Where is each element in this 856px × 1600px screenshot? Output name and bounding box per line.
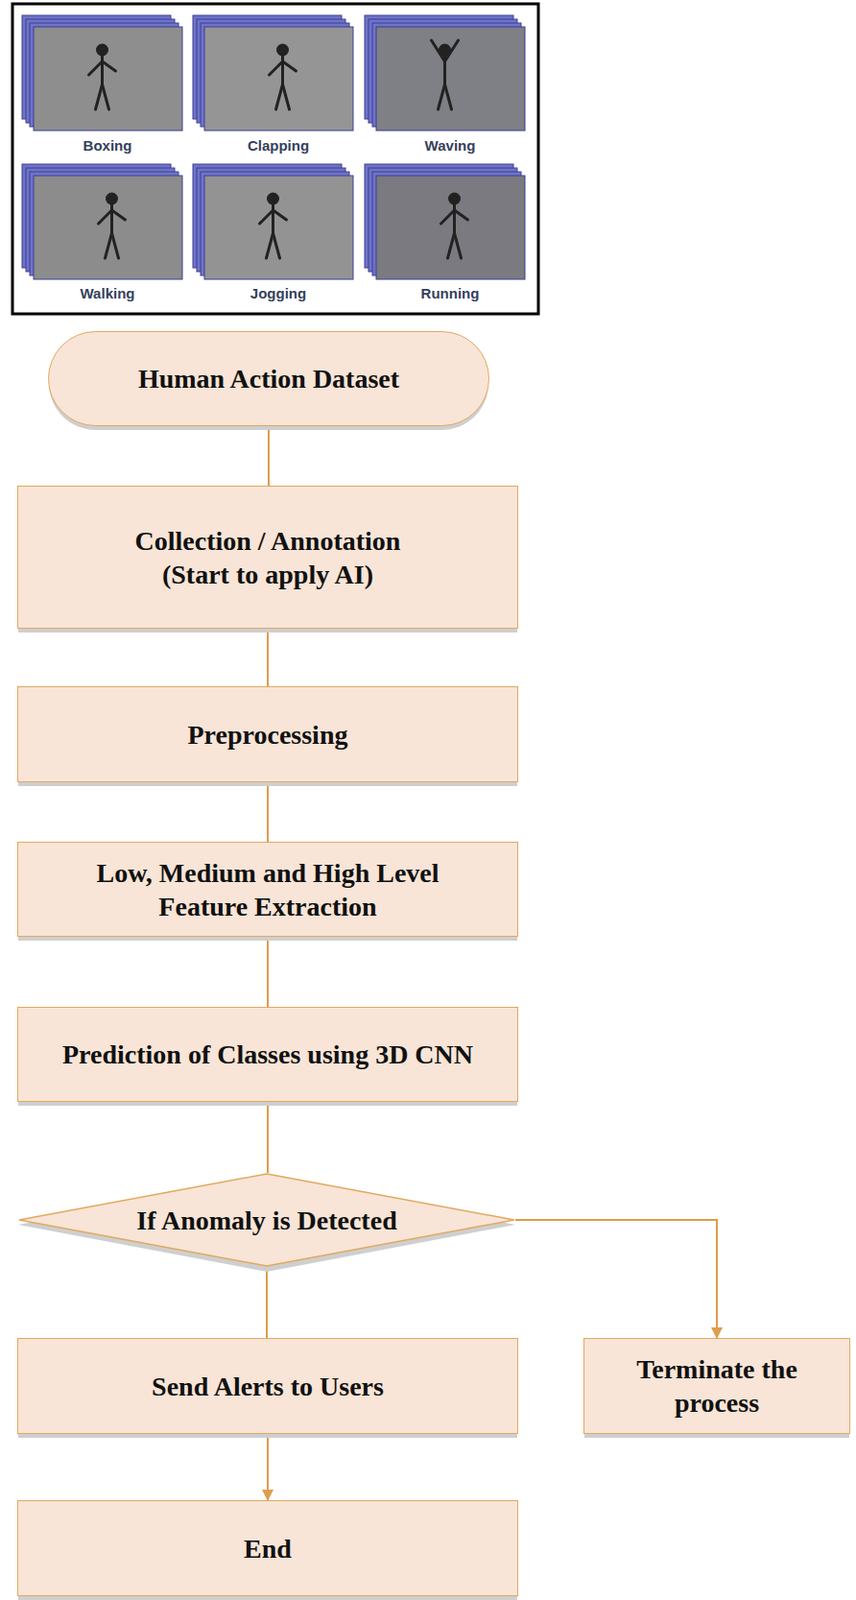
node-text: Send Alerts to Users <box>151 1369 384 1403</box>
action-label: Clapping <box>247 137 310 154</box>
panel-frame <box>12 3 539 314</box>
node-text: Collection / Annotation (Start to apply … <box>104 523 431 592</box>
action-label: Boxing <box>83 137 133 154</box>
action-label: Waving <box>425 137 476 154</box>
connector <box>266 628 269 687</box>
connector <box>266 1433 269 1500</box>
node-text: Preprocessing <box>188 717 349 752</box>
person-figure <box>431 40 459 110</box>
connector <box>266 782 269 842</box>
connector <box>266 936 269 1007</box>
video-frame <box>33 26 183 131</box>
process-box: Low, Medium and High Level Feature Extra… <box>17 841 519 937</box>
decision-diamond: If Anomaly is Detected <box>18 1172 516 1267</box>
person-figure <box>98 193 126 259</box>
end-box: End <box>17 1499 519 1596</box>
node-text: If Anomaly is Detected <box>136 1203 397 1237</box>
person-figure <box>441 193 469 259</box>
person-figure <box>260 193 287 259</box>
process-box: Preprocessing <box>17 686 519 783</box>
node-text: Human Action Dataset <box>138 361 400 396</box>
thumbnail-stacks <box>22 15 525 280</box>
process-box: Terminate the process <box>583 1337 851 1434</box>
start-terminal: Human Action Dataset <box>47 331 490 427</box>
action-label: Jogging <box>250 285 307 302</box>
person-figure <box>89 45 117 110</box>
node-text: Low, Medium and High Level Feature Extra… <box>61 856 475 924</box>
video-frame <box>204 175 354 280</box>
process-box: Collection / Annotation (Start to apply … <box>17 485 519 629</box>
video-frame <box>376 175 525 280</box>
action-label: Running <box>421 285 480 302</box>
connector <box>266 1101 269 1173</box>
connector <box>267 426 270 486</box>
person-figure <box>269 45 297 110</box>
node-text: Prediction of Classes using 3D CNN <box>62 1037 474 1071</box>
video-frame <box>33 175 183 280</box>
process-box: Send Alerts to Users <box>17 1337 519 1434</box>
node-text: Terminate the process <box>620 1352 813 1420</box>
process-box: Prediction of Classes using 3D CNN <box>17 1006 519 1102</box>
video-frame <box>204 26 354 131</box>
connector <box>515 1219 717 1338</box>
node-text: End <box>243 1531 292 1566</box>
video-frame <box>376 26 525 131</box>
action-label: Walking <box>80 285 136 302</box>
connector <box>265 1266 268 1338</box>
